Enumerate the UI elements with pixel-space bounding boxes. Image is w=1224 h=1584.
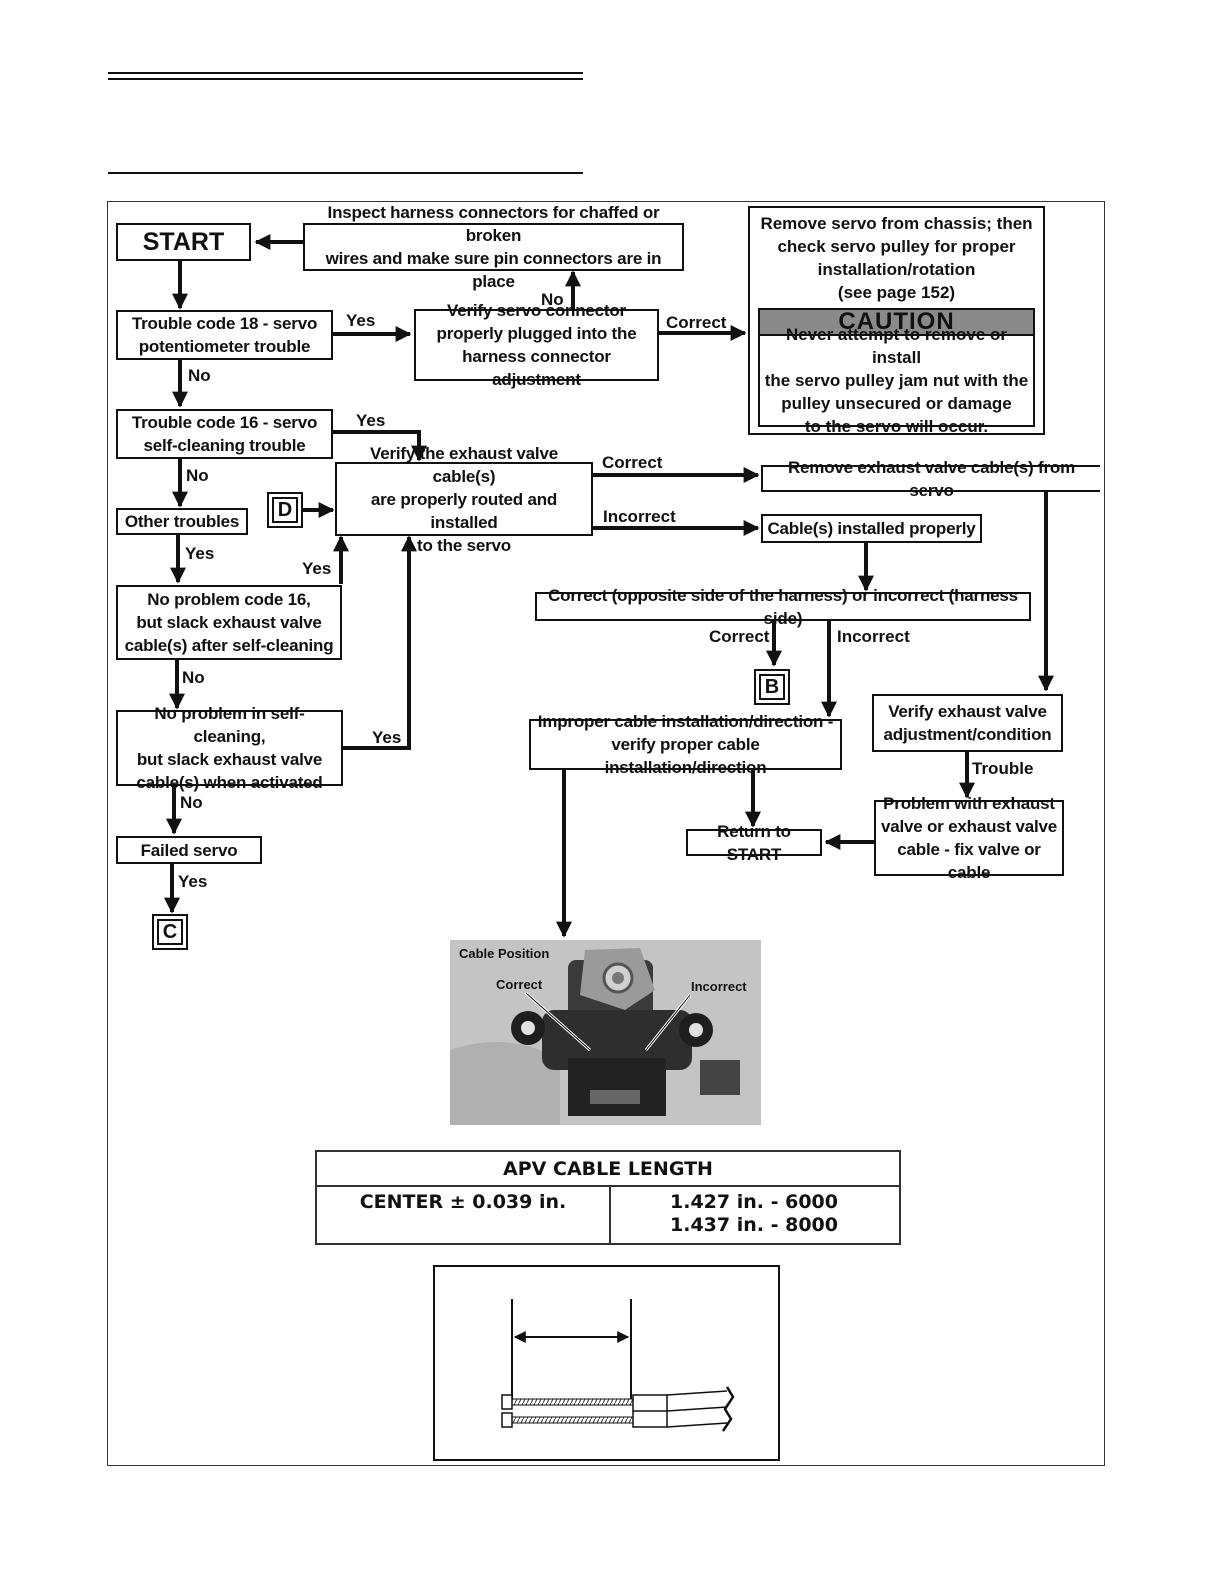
failed-servo-box: Failed servo xyxy=(116,836,262,864)
cable-position-photo: Cable Position Correct Incorrect xyxy=(450,940,761,1125)
verify-exhaust-adjustment-box: Verify exhaust valve adjustment/conditio… xyxy=(872,694,1063,752)
apv-table-center: CENTER ± 0.039 in. xyxy=(317,1185,611,1243)
inspect-harness-box: Inspect harness connectors for chaffed o… xyxy=(303,203,684,291)
no-problem-self-cleaning-box: No problem in self-cleaning, but slack e… xyxy=(116,704,343,792)
apv-table-lengths: 1.427 in. - 6000 1.437 in. - 8000 xyxy=(609,1185,899,1243)
label-no-code18: No xyxy=(188,366,211,385)
problem-with-exhaust-valve-box: Problem with exhaust valve or exhaust va… xyxy=(874,794,1064,882)
ref-b: B xyxy=(754,669,790,705)
return-to-start-box: Return to START xyxy=(686,822,822,864)
apv-length-8000: 1.437 in. - 8000 xyxy=(670,1214,838,1236)
cable-length-figure xyxy=(433,1265,780,1461)
header-double-rule-top xyxy=(108,72,583,74)
label-yes-code18: Yes xyxy=(346,311,376,330)
ref-d: D xyxy=(267,492,303,528)
photo-title: Cable Position xyxy=(459,946,550,961)
start-box: START xyxy=(116,223,251,261)
verify-servo-connector-box: Verify servo connector properly plugged … xyxy=(414,301,659,389)
apv-table-title: APV CABLE LENGTH xyxy=(317,1152,899,1187)
apv-cable-length-table: APV CABLE LENGTH CENTER ± 0.039 in. 1.42… xyxy=(315,1150,901,1245)
label-yes-no-problem-self: Yes xyxy=(372,728,402,747)
label-no-connector: No xyxy=(541,290,564,309)
trouble-code-18-box: Trouble code 18 - servo potentiometer tr… xyxy=(116,310,333,360)
label-correct-side: Correct xyxy=(709,627,770,646)
header-rule xyxy=(108,172,583,174)
correct-or-incorrect-side-box: Correct (opposite side of the harness) o… xyxy=(535,586,1031,628)
remove-servo-text: Remove servo from chassis; then check se… xyxy=(760,214,1033,302)
caution-heading: CAUTION xyxy=(758,308,1035,336)
label-yes-no-problem-16: Yes xyxy=(302,559,332,578)
label-trouble: Trouble xyxy=(972,759,1034,778)
verify-exhaust-cable-box: Verify the exhaust valve cable(s) are pr… xyxy=(335,444,593,555)
label-yes-failed: Yes xyxy=(178,872,208,891)
label-no-no-problem-self: No xyxy=(180,793,203,812)
remove-exhaust-cable-box: Remove exhaust valve cable(s) from servo xyxy=(761,458,1100,500)
caution-body: Never attempt to remove or install the s… xyxy=(758,325,1035,436)
other-troubles-box: Other troubles xyxy=(116,508,248,535)
photo-label-correct: Correct xyxy=(496,977,543,992)
label-incorrect-side: Incorrect xyxy=(837,627,910,646)
servo-photo-illustration xyxy=(450,940,761,1125)
cable-dimension-drawing xyxy=(501,1299,735,1432)
label-correct-connector: Correct xyxy=(666,313,727,332)
remove-servo-caution-box: Remove servo from chassis; then check se… xyxy=(748,206,1045,436)
label-no-no-problem-16: No xyxy=(182,668,205,687)
cables-installed-properly-box: Cable(s) installed properly xyxy=(761,514,982,543)
label-incorrect-cable: Incorrect xyxy=(603,507,676,526)
header-double-rule-bottom xyxy=(108,78,583,80)
improper-cable-installation-box: Improper cable installation/direction - … xyxy=(529,712,842,777)
label-yes-code16: Yes xyxy=(356,411,386,430)
trouble-code-16-box: Trouble code 16 - servo self-cleaning tr… xyxy=(116,409,333,459)
no-problem-code-16-box: No problem code 16, but slack exhaust va… xyxy=(116,585,342,660)
flowchart-frame xyxy=(107,201,1105,1466)
label-yes-other: Yes xyxy=(185,544,215,563)
label-no-code16: No xyxy=(186,466,209,485)
apv-length-6000: 1.427 in. - 6000 xyxy=(670,1191,838,1213)
photo-label-incorrect: Incorrect xyxy=(691,979,747,994)
ref-c: C xyxy=(152,914,188,950)
label-correct-cable: Correct xyxy=(602,453,663,472)
